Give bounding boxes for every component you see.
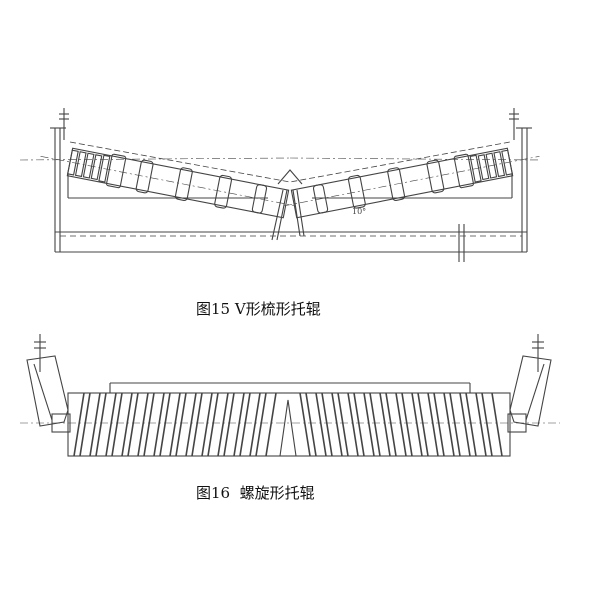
base-frame	[55, 224, 527, 262]
figure-15-v-comb-idler: 10°	[19, 108, 541, 262]
center-split	[279, 399, 297, 457]
spiral-left	[73, 392, 277, 457]
center-line-right	[289, 157, 541, 161]
center-line-left	[19, 157, 291, 161]
figure-15-caption: 图15 V形梳形托辊	[196, 300, 321, 318]
left-bracket	[26, 334, 69, 427]
inner-bracket	[67, 172, 513, 199]
left-stand	[50, 108, 69, 252]
right-bracket	[509, 334, 552, 427]
left-roller	[40, 147, 296, 219]
belt-outline	[69, 141, 511, 183]
roller-body	[67, 392, 511, 457]
figure-16-caption: 图16 螺旋形托辊	[196, 484, 315, 502]
angle-label: 10°	[352, 207, 366, 216]
right-stand	[509, 108, 532, 252]
figure-16-spiral-idler	[20, 334, 560, 457]
center-support	[271, 169, 305, 241]
spiral-right	[299, 392, 503, 457]
right-roller	[284, 147, 540, 219]
